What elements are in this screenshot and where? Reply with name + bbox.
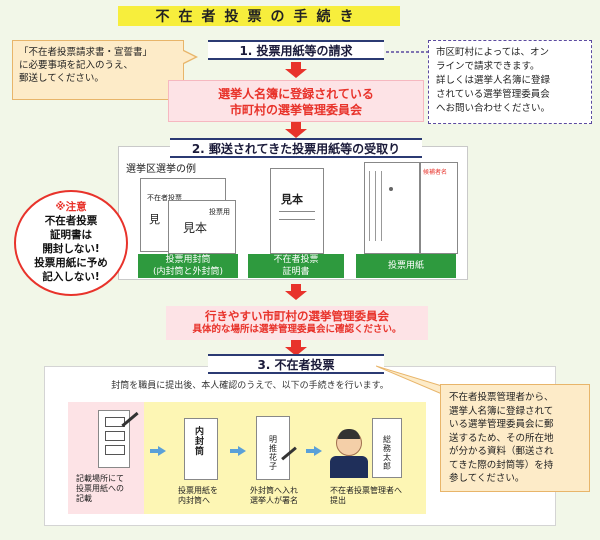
official-person-icon [336,429,362,456]
inner-envelope-illustration: 投票用 見本 [168,200,236,254]
caution-bubble: ※注意 不在者投票 証明書は 開封しない! 投票用紙に予め 記入しない! [14,190,128,296]
down-arrow-icon [285,122,307,138]
step2-destination: 行きやすい市町村の選挙管理委員会 具体的な場所は選挙管理委員会に確認ください。 [166,306,428,340]
page-title: 不在者投票の手続き [118,6,400,26]
down-arrow-icon [285,340,307,356]
official-body-icon [330,456,368,478]
note-connector [386,51,428,53]
right-arrow-icon [306,446,322,456]
submitted-envelope-illustration: 総務太郎 [372,418,402,478]
outer-envelope-step-illustration: 明推花子 [256,416,290,480]
down-arrow-icon [285,284,307,300]
step2-header: 2. 郵送されてきた投票用紙等の受取り [170,138,422,158]
step1-destination: 選挙人名簿に登録されている 市町村の選挙管理委員会 [168,80,424,122]
right-arrow-icon [150,446,166,456]
step3-caption-3: 外封筒へ入れ 選挙人が署名 [250,486,298,505]
step1-left-note: 「不在者投票請求書・宣誓書」 に必要事項を記入のうえ、 郵送してください。 [12,40,184,100]
example-label: 選挙区選挙の例 [126,164,196,175]
ballot-writing-illustration [98,410,130,468]
down-arrow-icon [285,62,307,78]
note-pointer [376,365,443,394]
ballot-candidate-column: 候補者名 [420,162,458,254]
certificate-illustration: 見本 [270,168,324,254]
step3-header: 3. 不在者投票 [208,354,384,374]
step3-instruction: 封筒を職員に提出後、本人確認のうえで、以下の手続きを行います。 [111,381,389,391]
step3-caption-2: 投票用紙を 内封筒へ [178,486,218,505]
item-label-envelopes: 投票用封筒 (内封筒と外封筒) [138,254,238,278]
step3-note: 不在者投票管理者から、 選挙人名簿に登録されて いる選挙管理委員会に郵 送するた… [440,384,590,492]
step3-caption-1: 記載場所にて 投票用紙への 記載 [76,474,124,503]
inner-envelope-step-illustration: 内封筒 [184,418,218,480]
item-label-ballot: 投票用紙 [356,254,456,278]
step1-header: 1. 投票用紙等の請求 [208,40,384,60]
step1-right-note: 市区町村によっては、オン ラインで請求できます。 詳しくは選挙人名簿に登録 され… [428,40,592,124]
ballot-illustration [364,162,420,254]
step3-caption-4: 不在者投票管理者へ 提出 [330,486,402,505]
right-arrow-icon [230,446,246,456]
item-label-certificate: 不在者投票 証明書 [248,254,344,278]
note-pointer-fill [183,51,195,63]
